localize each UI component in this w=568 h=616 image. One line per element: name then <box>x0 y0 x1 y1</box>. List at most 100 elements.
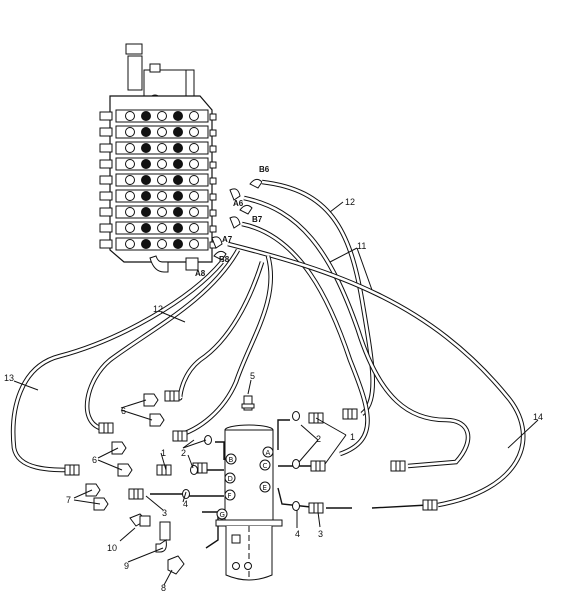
valve-spool-port <box>125 143 135 153</box>
valve-spool-cap <box>209 225 217 233</box>
port-label-b7: B7 <box>252 215 263 224</box>
valve-spool-port <box>173 191 183 201</box>
valve-spool-port <box>189 207 199 217</box>
label-part-1-right: 1 <box>350 432 355 442</box>
label-part-6-upper: 6 <box>121 406 126 416</box>
pipe-line <box>371 504 429 509</box>
hose-c-inner <box>175 255 273 438</box>
valve-spool-port <box>141 143 151 153</box>
hose-13-inner <box>11 261 223 472</box>
valve-spool-port <box>141 159 151 169</box>
svg-text:E: E <box>263 484 267 492</box>
loose-fitting-parts <box>129 513 185 575</box>
swivel-port-b: B <box>225 453 237 465</box>
label-part-5: 5 <box>250 371 255 381</box>
elbow-fitting <box>85 483 101 497</box>
port-label-a8: A8 <box>195 269 206 278</box>
port-label-b6: B6 <box>259 165 270 174</box>
o-ring-washer <box>292 501 300 511</box>
pipe-line <box>277 487 321 509</box>
fitting-group <box>64 390 438 514</box>
valve-spool-cap <box>209 161 217 169</box>
valve-spool-cap <box>99 111 113 121</box>
valve-spool-port <box>125 239 135 249</box>
pipe-line <box>215 441 225 460</box>
label-hose-14: 14 <box>533 412 543 422</box>
hose-end-fitting <box>128 488 144 500</box>
label-hose-11: 11 <box>357 241 366 251</box>
swivel-port-g: G <box>216 508 228 520</box>
valve-spool-port <box>125 127 135 137</box>
label-part-2-center: 2 <box>181 448 186 458</box>
valve-spool-cap <box>209 145 217 153</box>
valve-spool-port <box>125 159 135 169</box>
hose-end-fitting <box>156 464 172 476</box>
valve-spool-cap <box>99 175 113 185</box>
port-label-a7: A7 <box>222 235 233 244</box>
valve-spool-port <box>173 127 183 137</box>
valve-spool-cap <box>99 143 113 153</box>
valve-spool-cap <box>209 193 217 201</box>
swivel-joint <box>215 424 283 581</box>
o-ring-washer <box>190 465 198 475</box>
valve-spool-port <box>141 175 151 185</box>
label-part-1-center: 1 <box>161 448 166 458</box>
valve-spool-port <box>125 175 135 185</box>
label-part-10: 10 <box>107 543 117 553</box>
valve-spool-port <box>141 223 151 233</box>
valve-spool-port <box>125 207 135 217</box>
control-valve-block <box>99 43 217 273</box>
valve-spool-port <box>157 175 167 185</box>
swivel-port-c: C <box>259 459 271 471</box>
valve-spool-cap <box>99 127 113 137</box>
swivel-port-e: E <box>259 481 271 493</box>
svg-text:B: B <box>229 456 234 464</box>
label-part-8: 8 <box>161 583 166 593</box>
valve-spool-port <box>189 143 199 153</box>
valve-spool-port <box>189 175 199 185</box>
hose-end-fitting <box>308 502 324 514</box>
valve-spool-port <box>173 111 183 121</box>
svg-text:G: G <box>220 511 225 519</box>
port-label-a6: A6 <box>233 199 244 208</box>
hose-11-b-inner <box>241 222 369 456</box>
valve-spool-port <box>173 207 183 217</box>
valve-spool-port <box>157 191 167 201</box>
valve-spool-cap <box>99 207 113 217</box>
label-hose-12-top: 12 <box>345 197 355 207</box>
label-hose-12-left: 12 <box>153 304 163 314</box>
elbow-fitting <box>143 393 159 407</box>
pipe-line <box>202 511 219 549</box>
label-part-6-lower: 6 <box>92 455 97 465</box>
valve-spool-port <box>189 223 199 233</box>
label-part-4-left: 4 <box>183 499 188 509</box>
valve-spool-port <box>189 159 199 169</box>
hose-end-fitting <box>64 464 80 476</box>
valve-spool-cap <box>209 209 217 217</box>
valve-spool-port <box>125 111 135 121</box>
svg-text:F: F <box>228 492 232 500</box>
valve-spool-port <box>173 223 183 233</box>
hose-14-inner <box>227 242 525 507</box>
o-ring-washer <box>182 489 190 499</box>
swivel-port-a: A <box>262 446 274 458</box>
hose-group <box>10 179 526 549</box>
valve-spool-port <box>189 111 199 121</box>
hose-b-inner <box>178 261 264 400</box>
label-part-3-right: 3 <box>318 529 323 539</box>
swivel-port-d: D <box>224 472 236 484</box>
label-part-2-right: 2 <box>316 434 321 444</box>
valve-spool-port <box>125 191 135 201</box>
valve-spool-cap <box>99 239 113 249</box>
label-part-7: 7 <box>66 495 71 505</box>
valve-spool-cap <box>99 159 113 169</box>
valve-spool-cap <box>209 113 217 121</box>
valve-spool-port <box>189 239 199 249</box>
elbow-fitting <box>111 441 127 455</box>
hose-end-fitting <box>172 430 188 442</box>
valve-spool-cap <box>99 191 113 201</box>
valve-spool-port <box>157 111 167 121</box>
svg-text:A: A <box>266 449 271 457</box>
elbow-fitting <box>149 413 165 427</box>
valve-spool-port <box>157 127 167 137</box>
